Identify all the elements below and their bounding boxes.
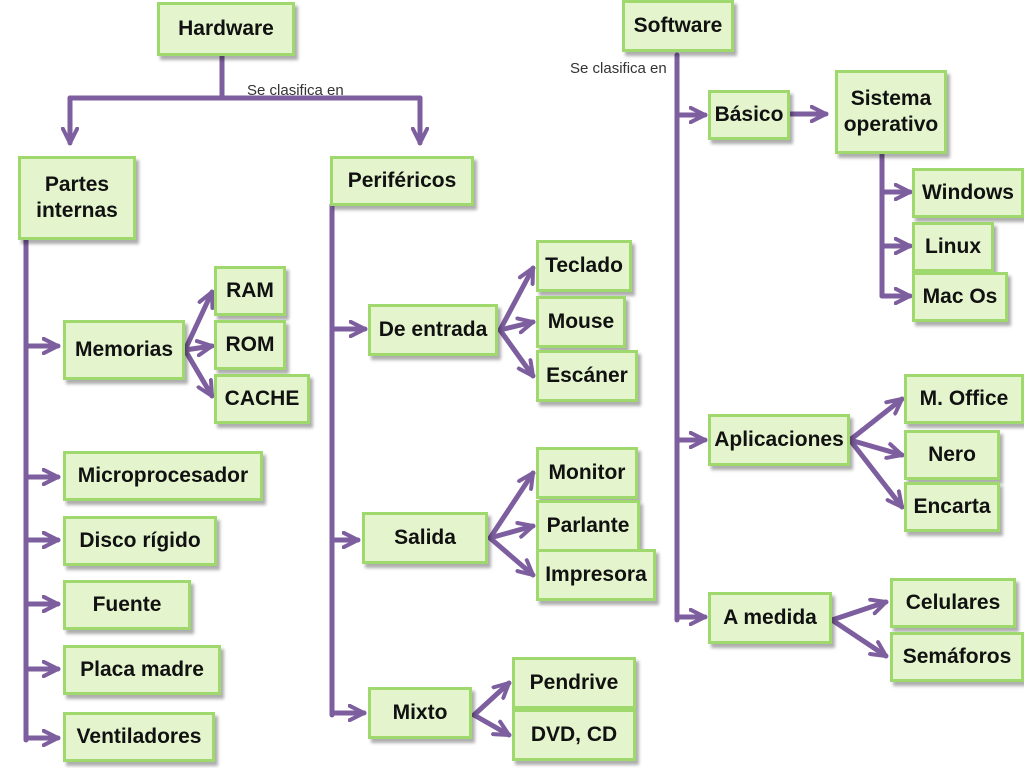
arrow-to-impresora — [487, 535, 536, 578]
node-placa-madre: Placa madre — [63, 645, 221, 695]
node-hardware: Hardware — [157, 2, 295, 56]
node-sistema-operativo: Sistema operativo — [835, 70, 947, 154]
software-relation-label: Se clasifica en — [570, 60, 667, 77]
node-a-medida: A medida — [708, 592, 832, 644]
node-impresora: Impresora — [536, 549, 656, 601]
arrow-to-semaforos — [829, 617, 889, 659]
node-salida: Salida — [362, 512, 488, 564]
arrow-to-celulares — [829, 602, 889, 623]
node-perifericos: Periféricos — [330, 156, 474, 206]
node-dvd-cd: DVD, CD — [512, 709, 636, 761]
arrow-to-monitor — [487, 470, 536, 541]
arrow-to-parlante — [487, 526, 536, 541]
arrow-to-ram — [182, 289, 215, 353]
node-nero: Nero — [904, 430, 1000, 480]
node-mixto: Mixto — [368, 687, 472, 739]
arrow-to-moffice — [847, 396, 905, 443]
node-basico: Básico — [708, 90, 790, 140]
node-escaner: Escáner — [536, 350, 638, 402]
node-aplicaciones: Aplicaciones — [708, 414, 850, 466]
node-pendrive: Pendrive — [512, 657, 636, 709]
node-encarta: Encarta — [904, 482, 1000, 532]
node-linux: Linux — [912, 222, 994, 272]
arrow-to-nero — [847, 437, 905, 455]
arrow-to-teclado — [497, 265, 536, 333]
node-teclado: Teclado — [536, 240, 632, 292]
node-parlante: Parlante — [536, 500, 640, 552]
node-mac-os: Mac Os — [912, 272, 1008, 322]
node-ventiladores: Ventiladores — [63, 712, 215, 762]
node-celulares: Celulares — [890, 578, 1016, 628]
arrow-to-escaner — [497, 327, 536, 379]
node-fuente: Fuente — [63, 580, 191, 630]
arrow-to-rom — [182, 346, 215, 350]
arrow-to-mouse — [497, 322, 536, 330]
node-m-office: M. Office — [904, 374, 1024, 424]
node-monitor: Monitor — [536, 447, 638, 499]
node-microprocesador: Microprocesador — [63, 451, 263, 501]
node-partes-internas: Partes internas — [18, 156, 136, 240]
arrow-to-pendrive — [471, 680, 512, 718]
hardware-relation-label: Se clasifica en — [247, 82, 344, 99]
node-software: Software — [622, 0, 734, 52]
node-memorias: Memorias — [63, 320, 185, 380]
node-ram: RAM — [214, 266, 286, 316]
arrow-to-dvd — [471, 712, 512, 738]
node-windows: Windows — [912, 168, 1024, 218]
arrow-to-cache — [182, 347, 215, 399]
node-semaforos: Semáforos — [890, 632, 1024, 682]
node-cache: CACHE — [214, 374, 310, 424]
node-mouse: Mouse — [536, 296, 626, 348]
node-rom: ROM — [214, 320, 286, 370]
node-de-entrada: De entrada — [368, 304, 498, 356]
arrow-to-encarta — [847, 437, 905, 510]
node-disco-rigido: Disco rígido — [63, 516, 217, 566]
